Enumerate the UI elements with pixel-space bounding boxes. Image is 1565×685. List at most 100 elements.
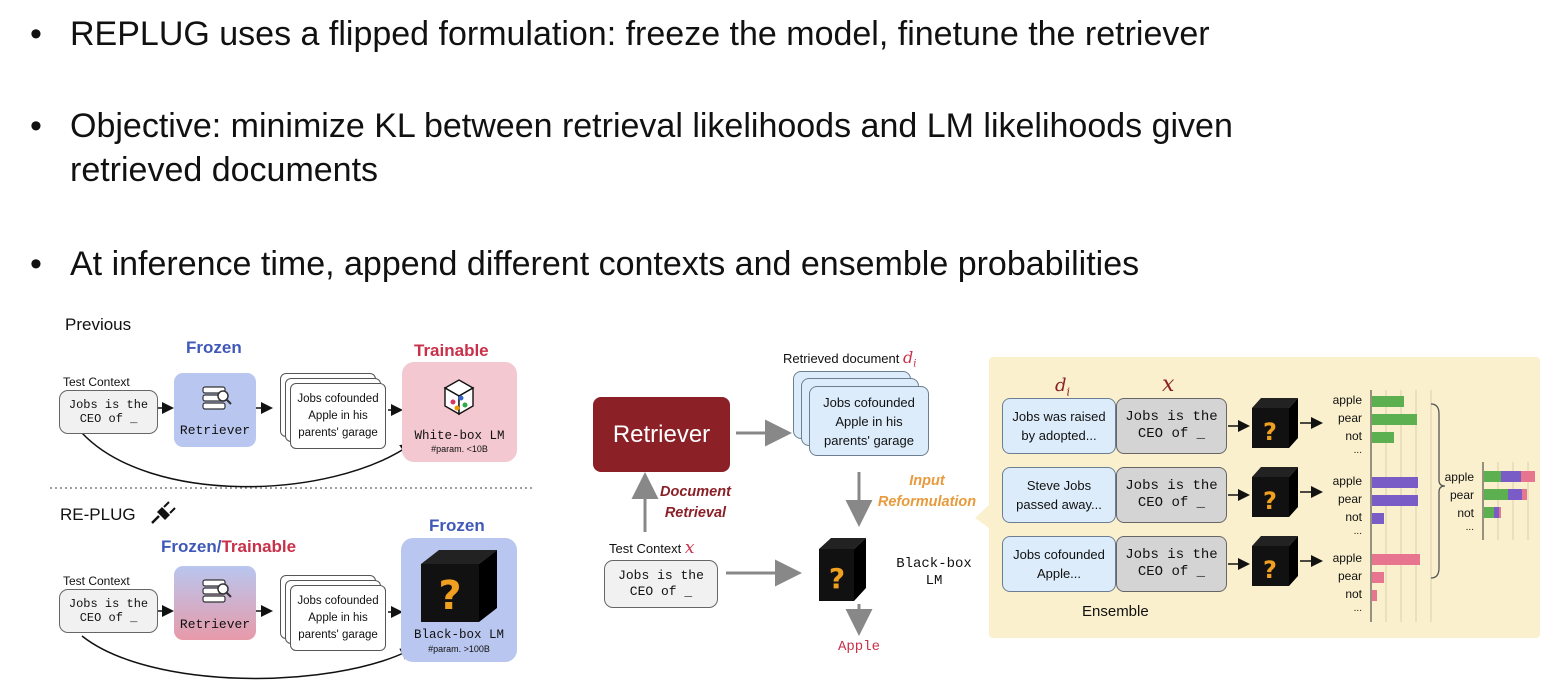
retrieved-doc-sub: i xyxy=(913,358,917,370)
prob-bar-row2-pear xyxy=(1372,495,1418,506)
bullet-3-text: At inference time, append different cont… xyxy=(70,245,1140,283)
database-icon xyxy=(202,386,232,410)
black-box-lm-box: ? Black-box LM #param. >100B xyxy=(401,538,517,662)
r2-label-apple: apple xyxy=(1332,474,1362,488)
ens-d-symbol: di xyxy=(1055,375,1070,399)
test-context-box: Jobs is the CEO of _ xyxy=(59,390,158,434)
r1-ellipsis: ... xyxy=(1353,445,1362,456)
trainable-part: Trainable xyxy=(221,537,297,556)
ens-context-3: Jobs is the CEO of _ xyxy=(1116,536,1227,592)
r3-ellipsis: ... xyxy=(1353,603,1362,614)
final-bar-apple-seg3 xyxy=(1521,471,1535,482)
retrieved-doc-symbol: d xyxy=(902,348,914,367)
document-retrieval-label: Document Retrieval xyxy=(660,484,731,521)
bullet-dot: • xyxy=(30,15,42,53)
prob-bar-row1-not xyxy=(1372,432,1394,443)
previous-title: Previous xyxy=(65,315,132,334)
ens-cube-2-icon: ? xyxy=(1252,467,1298,517)
white-box-lm-box: White-box LM #param. <10B xyxy=(402,362,517,462)
doc-text: Jobs cofounded Apple in his parents' gar… xyxy=(297,392,379,439)
ens-cube-1-icon: ? xyxy=(1252,398,1298,448)
final-label-not: not xyxy=(1457,506,1474,520)
output-apple: Apple xyxy=(838,639,881,655)
r1-label-apple: apple xyxy=(1332,393,1362,407)
ens-x-symbol: x xyxy=(1162,372,1175,397)
bullet-2-text: Objective: minimize KL between retrieval… xyxy=(70,107,1233,145)
r3-label-pear: pear xyxy=(1337,569,1362,583)
retriever-label: Retriever xyxy=(179,423,251,438)
bullet-dot: • xyxy=(30,245,42,283)
bullet-1-text: REPLUG uses a flipped formulation: freez… xyxy=(70,15,1210,53)
test-context-symbol: x xyxy=(684,538,695,558)
black-box-cube-icon: ? xyxy=(421,550,497,622)
final-label-pear: pear xyxy=(1449,488,1474,502)
prob-bar-row2-apple xyxy=(1372,477,1418,488)
svg-text:?: ? xyxy=(829,562,845,595)
black-box-lm-label: Black-box LM xyxy=(413,628,504,642)
bullet-dot: • xyxy=(30,107,42,145)
replug-frozen-label: Frozen xyxy=(429,516,485,535)
main-retriever-box: Retriever xyxy=(593,397,730,472)
r2-ellipsis: ... xyxy=(1353,526,1362,537)
retrieved-document-text: Retrieved document xyxy=(783,351,900,366)
frozen-label: Frozen xyxy=(186,338,242,357)
ens-doc-2: Steve Jobs passed away... xyxy=(1002,467,1116,523)
trainable-label: Trainable xyxy=(414,341,489,360)
white-box-param: #param. <10B xyxy=(431,444,488,454)
replug-test-context-box: Jobs is the CEO of _ xyxy=(59,589,158,633)
frozen-part: Frozen/ xyxy=(161,537,222,556)
svg-text:?: ? xyxy=(1263,418,1277,446)
ens-cube-3-icon: ? xyxy=(1252,536,1298,586)
test-context-label: Test Context xyxy=(63,375,130,389)
white-box-lm-label: White-box LM xyxy=(414,429,505,443)
bars-layer xyxy=(1372,396,1535,601)
bullet-2-text-line2: retrieved documents xyxy=(70,151,379,189)
final-bar-pear-seg1 xyxy=(1484,489,1508,500)
r1-label-pear: pear xyxy=(1337,411,1362,425)
mid-black-box-label: Black-box LM xyxy=(896,556,972,589)
svg-text:?: ? xyxy=(438,573,461,619)
ensemble-graphics: ? ? ? xyxy=(1228,390,1535,622)
replug-retriever-label: Retriever xyxy=(179,617,251,632)
prob-bar-row3-not xyxy=(1372,590,1377,601)
final-bar-not-seg2 xyxy=(1494,507,1499,518)
ens-d: d xyxy=(1055,375,1067,396)
replug-doc-text: Jobs cofounded Apple in his parents' gar… xyxy=(297,594,379,641)
prob-bar-row3-apple xyxy=(1372,554,1420,565)
plug-icon xyxy=(151,501,176,524)
white-box-cube-icon xyxy=(443,379,475,416)
retriever-box: Retriever xyxy=(174,373,256,447)
ens-context-2: Jobs is the CEO of _ xyxy=(1116,467,1227,523)
final-bar-not-seg1 xyxy=(1484,507,1494,518)
r3-label-not: not xyxy=(1345,587,1362,601)
replug-test-context-label: Test Context xyxy=(63,574,130,588)
replug-retriever-box: Retriever xyxy=(174,566,256,640)
final-bar-pear-seg2 xyxy=(1508,489,1522,500)
prob-bar-row1-apple xyxy=(1372,396,1404,407)
doc-stack-front xyxy=(290,383,386,449)
svg-text:?: ? xyxy=(1263,556,1277,584)
final-ellipsis: ... xyxy=(1465,522,1474,533)
r2-label-pear: pear xyxy=(1337,492,1362,506)
r2-label-not: not xyxy=(1345,510,1362,524)
prob-bar-row3-pear xyxy=(1372,572,1384,583)
input-reformulation-label: Input Reformulation xyxy=(877,473,977,510)
prob-bar-row1-pear xyxy=(1372,414,1417,425)
ens-context-1: Jobs is the CEO of _ xyxy=(1116,398,1227,454)
black-box-param: #param. >100B xyxy=(428,644,490,654)
mid-test-context-text: Test Context xyxy=(609,541,682,556)
doc-stack-front xyxy=(290,585,386,651)
r3-label-apple: apple xyxy=(1332,551,1362,565)
r1-label-not: not xyxy=(1345,429,1362,443)
ens-d-sub: i xyxy=(1066,385,1071,399)
mid-doc-front: Jobs cofounded Apple in his parents' gar… xyxy=(809,386,929,456)
retrieved-document-label: Retrieved document di xyxy=(783,348,916,370)
final-bar-apple-seg1 xyxy=(1484,471,1501,482)
svg-text:?: ? xyxy=(1263,487,1277,515)
mid-test-context-label: Test Context x xyxy=(609,538,694,558)
frozen-trainable-label: Frozen/Trainable xyxy=(161,537,296,557)
mid-black-box-icon: ? xyxy=(819,538,866,601)
ens-doc-3: Jobs cofounded Apple... xyxy=(1002,536,1116,592)
ensemble-label: Ensemble xyxy=(1082,603,1149,620)
